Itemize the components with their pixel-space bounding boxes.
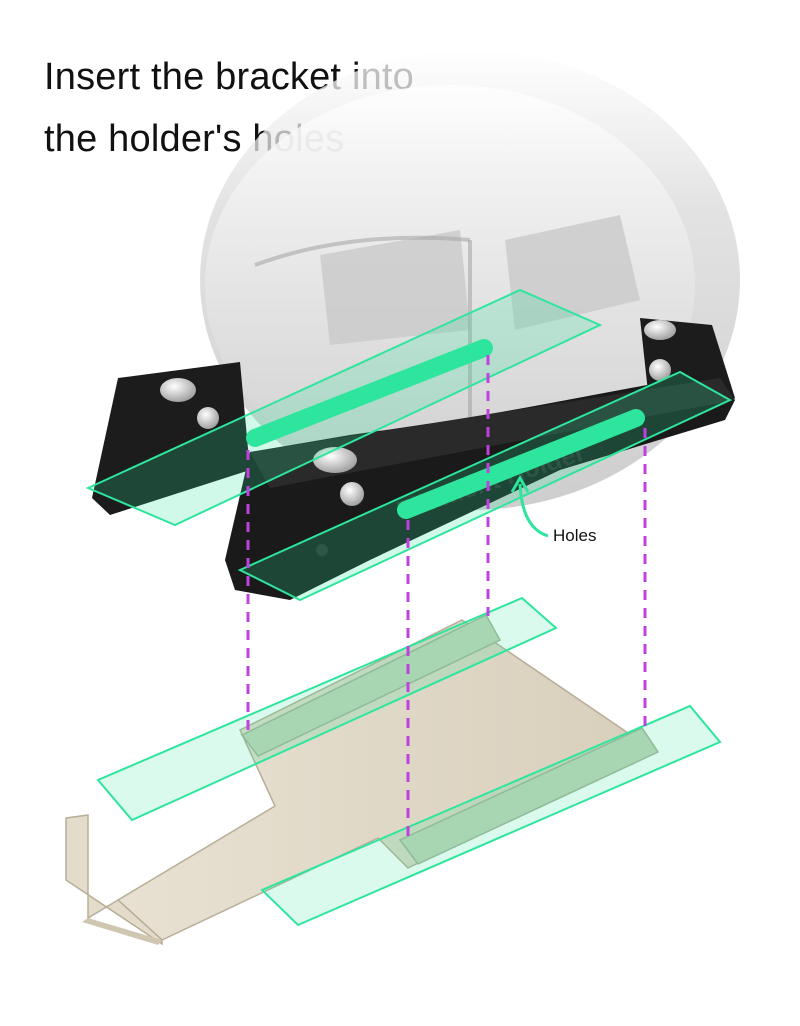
bracket-rail-back bbox=[240, 614, 502, 757]
holder-holes bbox=[246, 339, 645, 519]
bracket-rail-front bbox=[398, 727, 660, 865]
holes-callout-label: Holes bbox=[553, 526, 597, 545]
holes-callout-arrow-icon bbox=[510, 474, 530, 493]
holder-pin-icon bbox=[197, 407, 219, 429]
holder-wheel-icon bbox=[644, 320, 676, 340]
holder-pin-icon bbox=[340, 482, 364, 506]
holder-pin-icon bbox=[649, 359, 671, 381]
holder-wheel-icon bbox=[313, 447, 357, 473]
hole-slot-back bbox=[246, 339, 493, 447]
bracket bbox=[65, 614, 660, 946]
alignment-guides bbox=[246, 355, 647, 842]
holder-wheel-icon bbox=[160, 378, 196, 402]
holes-callout-line bbox=[518, 483, 549, 538]
bracket-highlight-planes bbox=[96, 596, 722, 927]
hole-slot-front bbox=[397, 409, 645, 519]
filament-spool bbox=[200, 50, 740, 510]
